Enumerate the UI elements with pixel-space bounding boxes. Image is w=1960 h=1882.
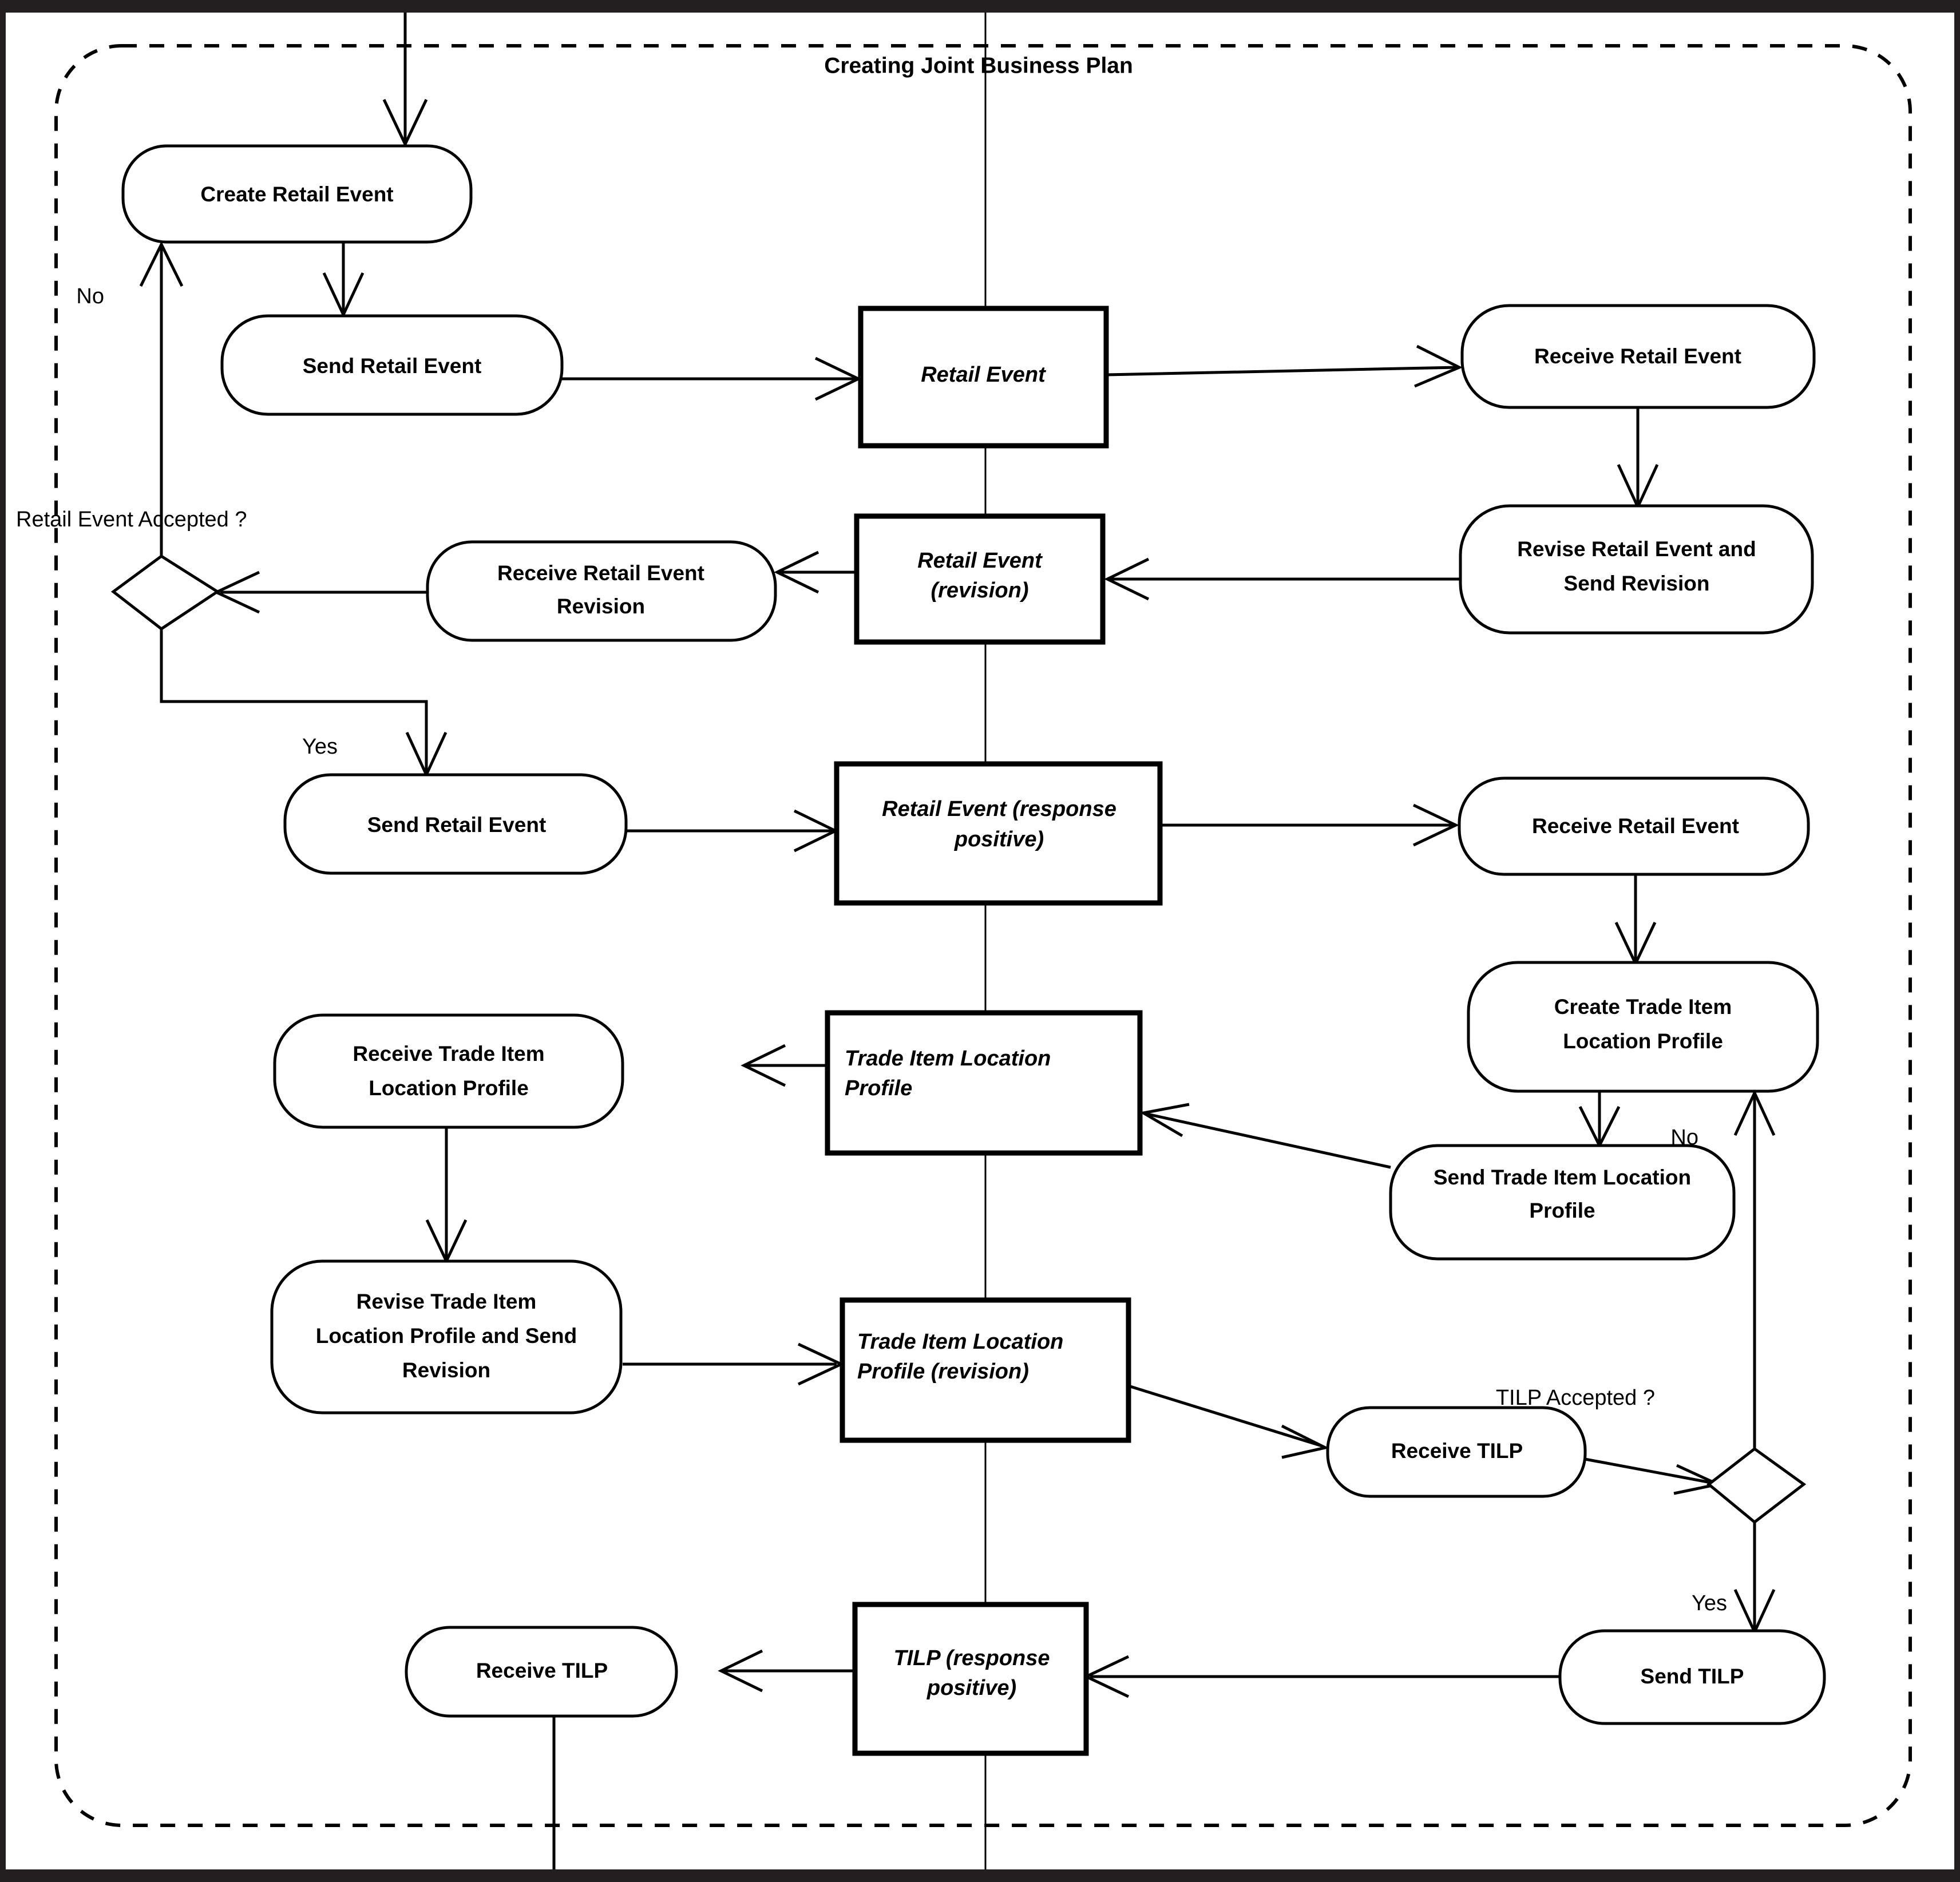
arrowhead-obj-to-receive-1 — [1414, 344, 1463, 388]
object-tilp-revision-label-1: Trade Item Location — [857, 1330, 1063, 1354]
decision-retail-event-accepted-guard-no: No — [76, 284, 104, 308]
object-tilp-response-label-2: positive) — [926, 1676, 1016, 1700]
activity-receive-tilp-2-label: Receive TILP — [476, 1659, 608, 1682]
decision-tilp-accepted-guard-yes: Yes — [1692, 1591, 1727, 1615]
activity-create-retail-event-label: Create Retail Event — [200, 183, 393, 206]
activity-receive-retail-event-2-label: Receive Retail Event — [1532, 814, 1739, 838]
activity-diagram: Creating Joint Business Plan Create Reta… — [16, 13, 1912, 1869]
arrowhead-obj-revision-to-receive-rev — [774, 550, 819, 594]
activity-send-retail-event-2[interactable] — [283, 773, 628, 875]
object-tilp-response[interactable] — [852, 1602, 1089, 1756]
activity-receive-retail-event-revision[interactable] — [426, 540, 777, 642]
activity-revise-tilp-label-3: Revision — [402, 1358, 490, 1382]
arrowhead-incoming — [382, 98, 428, 148]
decision-tilp-accepted-question: TILP Accepted ? — [1496, 1386, 1655, 1410]
activity-send-retail-event-2-label: Send Retail Event — [367, 813, 547, 837]
activity-receive-tilp-2[interactable] — [405, 1626, 678, 1718]
arrowhead-revise-to-obj-revision — [1104, 557, 1150, 601]
decision-tilp-accepted-guard-no: No — [1670, 1126, 1698, 1150]
arrowhead-tilp-decision-no — [1733, 1089, 1776, 1136]
arrowhead-obj-tilp-to-receive — [741, 1044, 786, 1087]
decision-retail-event-accepted-guard-yes: Yes — [302, 735, 338, 759]
activity-create-retail-event[interactable] — [121, 144, 473, 244]
activity-send-tilp-profile[interactable] — [1389, 1144, 1736, 1261]
flow-obj-to-receive-1 — [1106, 366, 1457, 377]
activity-receive-tilp-profile-label-2: Location Profile — [369, 1076, 529, 1100]
activity-send-tilp-label: Send TILP — [1641, 1665, 1744, 1688]
object-tilp-label-1: Trade Item Location — [845, 1047, 1051, 1071]
object-tilp-response-label-1: TILP (response — [893, 1646, 1050, 1670]
activity-frame — [54, 44, 1912, 1827]
arrowhead-obj-tilp-response-to-receive-2 — [718, 1649, 763, 1693]
object-retail-event-revision-label-1: Retail Event — [917, 549, 1043, 573]
decision-retail-event-accepted-question: Retail Event Accepted ? — [16, 508, 247, 532]
object-retail-event-label: Retail Event — [921, 363, 1046, 387]
activity-receive-tilp-1[interactable] — [1326, 1406, 1587, 1498]
flow-receive-tilp-1-to-decision — [1585, 1457, 1714, 1485]
flow-decision-yes — [160, 629, 428, 774]
object-tilp[interactable] — [825, 1010, 1143, 1156]
activity-receive-retail-event-1-label: Receive Retail Event — [1534, 344, 1741, 368]
object-tilp-revision[interactable] — [840, 1297, 1131, 1443]
activity-send-tilp-profile-label-2: Profile — [1529, 1199, 1595, 1222]
arrowhead-obj-tilp-rev-to-receive — [1281, 1424, 1330, 1459]
activity-receive-tilp-1-label: Receive TILP — [1391, 1439, 1523, 1463]
activity-revise-retail-event-label-1: Revise Retail Event and — [1517, 537, 1756, 561]
arrowhead-send-tilp-to-obj-tilp — [1139, 1103, 1190, 1138]
object-tilp-label-2: Profile — [845, 1076, 912, 1100]
object-retail-event-response-label-2: positive) — [954, 827, 1044, 851]
object-retail-event-revision-label-2: (revision) — [930, 579, 1028, 603]
activity-receive-retail-event-2[interactable] — [1458, 776, 1810, 876]
frame-title: Creating Joint Business Plan — [824, 53, 1133, 78]
flow-send-tilp-to-obj-tilp — [1147, 1112, 1391, 1169]
object-tilp-revision-label-2: Profile (revision) — [857, 1360, 1029, 1384]
object-retail-event-revision[interactable] — [854, 513, 1106, 645]
activity-create-tilp-label-1: Create Trade Item — [1554, 995, 1732, 1019]
activity-send-tilp-profile-label-1: Send Trade Item Location — [1434, 1166, 1691, 1189]
activity-revise-tilp-label-1: Revise Trade Item — [357, 1290, 537, 1313]
activity-revise-retail-event[interactable] — [1459, 504, 1814, 635]
activity-create-tilp-label-2: Location Profile — [1563, 1029, 1723, 1053]
activity-receive-tilp-profile-label-1: Receive Trade Item — [353, 1042, 544, 1065]
object-retail-event-response[interactable] — [834, 761, 1163, 906]
activity-revise-retail-event-label-2: Send Revision — [1564, 572, 1710, 595]
object-retail-event[interactable] — [858, 306, 1109, 449]
activity-receive-retail-event-revision-label-1: Receive Retail Event — [497, 561, 704, 585]
activity-receive-tilp-profile[interactable] — [273, 1013, 624, 1129]
activity-send-retail-event-1[interactable] — [220, 314, 564, 416]
flow-obj-tilp-rev-to-receive-tilp-1 — [1128, 1384, 1322, 1448]
activity-send-retail-event-1-label: Send Retail Event — [303, 354, 482, 378]
activity-create-tilp[interactable] — [1467, 961, 1819, 1093]
arrowhead-decision-no — [139, 241, 184, 287]
activity-revise-tilp-label-2: Location Profile and Send — [316, 1324, 577, 1348]
object-retail-event-response-label-1: Retail Event (response — [882, 797, 1116, 821]
decision-tilp-accepted[interactable] — [1706, 1447, 1807, 1524]
arrowhead-obj-response-to-receive-2 — [1412, 803, 1459, 847]
activity-revise-tilp[interactable] — [270, 1259, 623, 1415]
activity-receive-retail-event-revision-label-2: Revision — [557, 595, 645, 618]
decision-retail-event-accepted[interactable] — [110, 554, 220, 631]
